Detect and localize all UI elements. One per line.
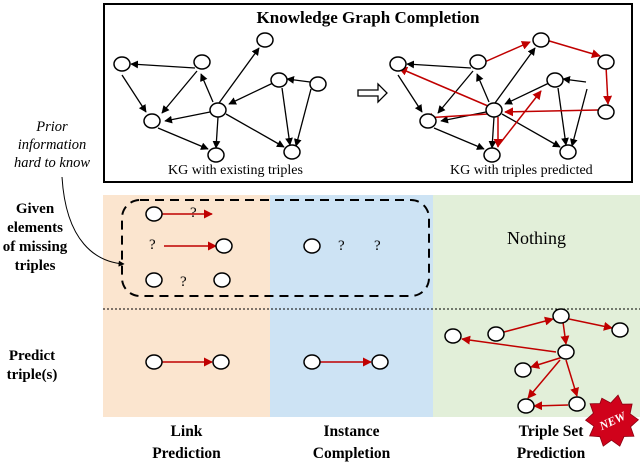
kg-completion-box (103, 3, 633, 183)
column-name-instance: Instance Completion (312, 423, 391, 462)
prior-line-3: hard to know (14, 155, 90, 171)
triple-set-column-bg (433, 195, 640, 417)
column-name-triple-set: Triple Set Prediction (516, 423, 586, 462)
new-badge-icon: NEW (584, 394, 640, 447)
prior-line-1: Prior (36, 119, 68, 135)
row-label-predict: Predict triple(s) (6, 348, 58, 383)
triple-set-nodes (444, 308, 629, 414)
left-kg-edges (121, 47, 312, 150)
instance-given-node (303, 238, 321, 254)
link-prediction-column-bg (103, 195, 270, 417)
nothing-label: Nothing (506, 228, 566, 248)
right-kg-edges-predicted (398, 39, 613, 148)
given-elements-dashed-box (121, 199, 430, 297)
triple-set-predicted-edges (461, 316, 613, 411)
implication-arrow-icon (357, 82, 388, 104)
question-mark-instance-1: ? (338, 238, 345, 254)
kg-title: Knowledge Graph Completion (256, 8, 480, 27)
prior-curved-arrow (61, 176, 125, 267)
right-kg-nodes (389, 32, 615, 163)
question-mark-link-row3: ? (180, 274, 187, 290)
prior-information-note: Prior information hard to know (0, 118, 104, 172)
instance-predicted-triple (303, 354, 389, 370)
question-mark-link-row1: ? (190, 205, 197, 221)
question-mark-link-row2: ? (149, 237, 156, 253)
link-given-examples (145, 206, 233, 288)
question-mark-instance-2: ? (374, 238, 381, 254)
left-kg-nodes (113, 32, 327, 163)
row-label-given: Given elements of missing triples (2, 201, 68, 274)
caption-existing: KG with existing triples (168, 163, 303, 178)
instance-completion-column-bg (270, 195, 433, 417)
column-name-link: Link Prediction (152, 423, 221, 462)
caption-predicted: KG with triples predicted (450, 163, 593, 178)
right-kg-edges-existing (397, 47, 588, 150)
link-predicted-triple (145, 354, 230, 370)
prior-line-2: information (17, 137, 87, 153)
